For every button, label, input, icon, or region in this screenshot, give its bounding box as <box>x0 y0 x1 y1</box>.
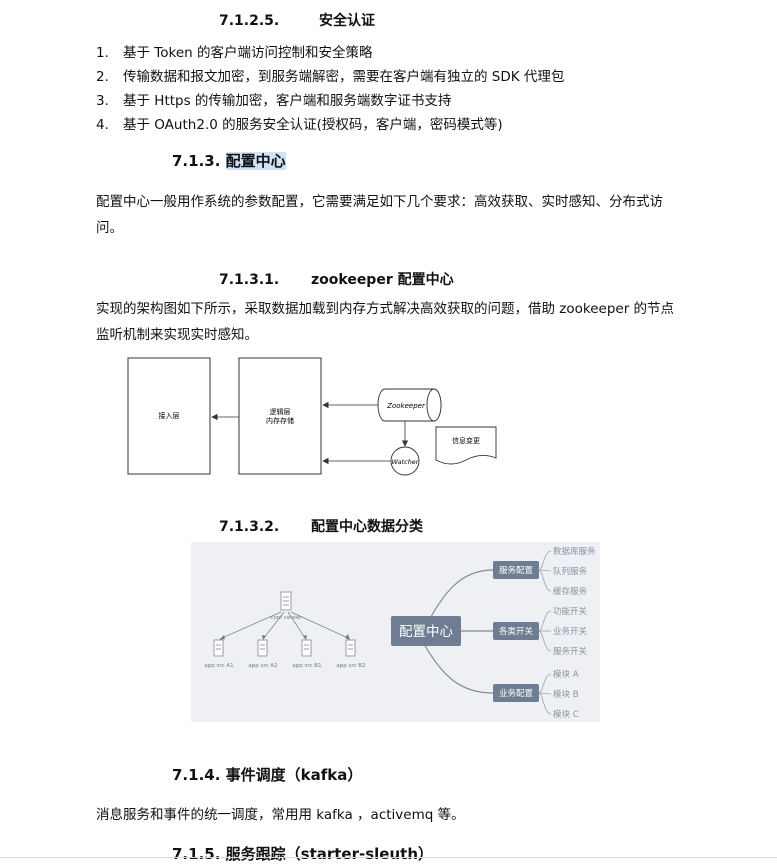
root-label: 配置中心 <box>399 624 453 640</box>
branch-label: 服务配置 <box>499 565 534 576</box>
heading-7-1-4: 7.1.4. 事件调度（kafka） <box>172 764 362 785</box>
leaf-label: 队列服务 <box>553 566 588 577</box>
heading-7-1-3-2: 7.1.3.2. 配置中心数据分类 <box>219 516 423 536</box>
leaf-label: 服务开关 <box>553 646 588 657</box>
conf-arrow <box>290 611 349 639</box>
heading-title: 事件调度（kafka） <box>225 766 363 784</box>
heading-number: 7.1.3. <box>172 152 221 170</box>
conf-arrow <box>221 611 282 639</box>
leaf-label: 业务开关 <box>553 626 588 637</box>
paragraph-config-center: 配置中心一般用作系统的参数配置，它需要满足如下几个要求：高效获取、实时感知、分布… <box>96 194 663 236</box>
conf-arrow <box>287 611 306 639</box>
zookeeper-cylinder: Zookeeper <box>377 388 442 422</box>
branch-line <box>423 643 494 694</box>
server-icon <box>301 639 312 657</box>
heading-7-1-3-1: 7.1.3.1. zookeeper 配置中心 <box>219 269 454 289</box>
conf-center-label: conf center <box>270 615 302 621</box>
info-change-label: 信息变更 <box>452 436 480 445</box>
app-label: app src A1 <box>204 663 233 669</box>
memory-storage-label: 内存存储 <box>266 416 294 425</box>
list-item: 2.传输数据和报文加密，到服务端解密，需要在客户端有独立的 SDK 代理包 <box>96 69 565 85</box>
page-bottom-divider <box>0 857 777 858</box>
server-icon <box>257 639 268 657</box>
app-label: app src B1 <box>292 663 321 669</box>
config-classification-diagram: conf center app src A1 app src A2 app sr… <box>191 542 600 722</box>
logic-layer-box <box>238 357 322 475</box>
heading-title: 配置中心数据分类 <box>311 519 423 535</box>
conf-arrow <box>263 611 285 639</box>
auth-list: 1.基于 Token 的客户端访问控制和安全策略 2.传输数据和报文加密，到服务… <box>96 41 564 137</box>
branch-node <box>493 684 539 702</box>
heading-number: 7.1.3.2. <box>219 519 280 535</box>
access-layer-box <box>127 357 211 475</box>
server-icon <box>213 639 224 657</box>
heading-number: 7.1.5. <box>172 845 221 863</box>
heading-7-1-3: 7.1.3. 配置中心 <box>172 150 286 171</box>
leaf-label: 模块 C <box>553 709 579 720</box>
app-label: app src B2 <box>336 663 365 669</box>
branch-node <box>493 622 539 640</box>
config-center-root-node <box>391 616 461 646</box>
branch-node <box>493 561 539 579</box>
heading-7-1-5: 7.1.5. 服务跟踪（starter-sleuth） <box>172 843 433 864</box>
leaf-label: 模块 A <box>553 669 579 680</box>
list-item: 3.基于 Https 的传输加密，客户端和服务端数字证书支持 <box>96 93 452 109</box>
leaf-label: 缓存服务 <box>553 586 588 597</box>
paragraph-kafka: 消息服务和事件的统一调度，常用用 kafka ，activemq 等。 <box>96 807 465 823</box>
heading-title: 服务跟踪（starter-sleuth） <box>225 845 433 863</box>
heading-7-1-2-5: 7.1.2.5. 安全认证 <box>219 10 375 30</box>
heading-number: 7.1.4. <box>172 766 221 784</box>
branch-label: 各类开关 <box>499 626 534 637</box>
app-label: app src A2 <box>248 663 277 669</box>
branch-label: 业务配置 <box>499 688 534 699</box>
list-item: 4.基于 OAuth2.0 的服务安全认证(授权码，客户端，密码模式等) <box>96 117 503 133</box>
heading-title: zookeeper 配置中心 <box>311 272 454 288</box>
zookeeper-label: Zookeeper <box>386 402 426 410</box>
info-change-document <box>435 426 497 465</box>
leaf-label: 数据库服务 <box>553 546 596 557</box>
list-item: 1.基于 Token 的客户端访问控制和安全策略 <box>96 45 373 61</box>
heading-title: 安全认证 <box>319 13 375 29</box>
heading-number: 7.1.2.5. <box>219 13 280 29</box>
logic-layer-label: 逻辑层 <box>270 407 291 416</box>
heading-title: 配置中心 <box>225 152 286 170</box>
leaf-label: 模块 B <box>553 689 579 700</box>
paragraph-zookeeper: 实现的架构图如下所示，采取数据加载到内存方式解决高效获取的问题，借助 zooke… <box>96 301 675 343</box>
watcher-label: Watcher <box>392 458 420 466</box>
access-layer-label: 接入层 <box>159 411 180 420</box>
server-icon <box>345 639 356 657</box>
conf-center-server-icon <box>280 591 292 611</box>
leaf-label: 功能开关 <box>553 606 588 617</box>
heading-number: 7.1.3.1. <box>219 272 280 288</box>
